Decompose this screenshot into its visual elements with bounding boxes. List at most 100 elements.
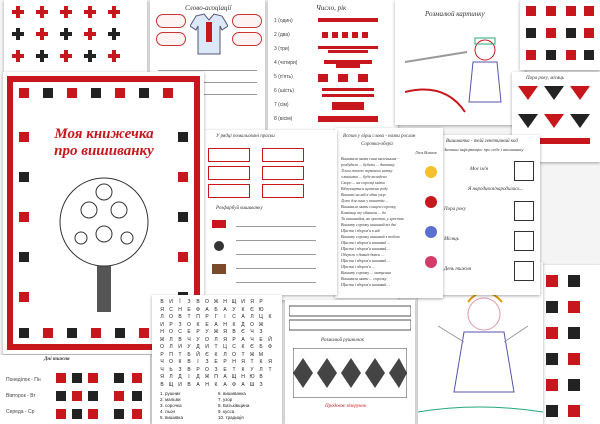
- crossword-cell[interactable]: Н: [205, 381, 209, 388]
- crossword-cell[interactable]: Щ: [168, 381, 174, 388]
- crossword-cell[interactable]: Р: [232, 336, 236, 343]
- crossword-cell[interactable]: А: [241, 336, 245, 343]
- crossword-cell[interactable]: А: [223, 306, 227, 313]
- crossword-cell[interactable]: Я: [241, 359, 245, 365]
- crossword-cell[interactable]: Л: [214, 336, 218, 343]
- crossword-cell[interactable]: Щ: [231, 374, 237, 380]
- crossword-cell[interactable]: Н: [223, 321, 227, 328]
- crossword-cell[interactable]: Т: [178, 351, 182, 358]
- crossword-cell[interactable]: Л: [160, 314, 164, 320]
- crossword-cell[interactable]: Л: [250, 314, 254, 320]
- crossword-cell[interactable]: Т: [232, 366, 236, 373]
- crossword-cell[interactable]: Б: [259, 344, 263, 350]
- crossword-cell[interactable]: Л: [259, 366, 263, 373]
- crossword-cell[interactable]: В: [187, 359, 191, 365]
- crossword-cell[interactable]: Ч: [250, 336, 254, 343]
- crossword-cell[interactable]: Є: [205, 351, 209, 358]
- crossword-cell[interactable]: Ч: [187, 336, 191, 343]
- crossword-cell[interactable]: З: [187, 299, 191, 305]
- crossword-cell[interactable]: З: [205, 359, 209, 365]
- crossword-cell[interactable]: Н: [160, 329, 164, 335]
- crossword-cell[interactable]: В: [160, 381, 164, 388]
- crossword-cell[interactable]: Ш: [249, 381, 255, 388]
- crossword-cell[interactable]: У: [232, 306, 236, 313]
- crossword-cell[interactable]: Д: [241, 321, 245, 328]
- crossword-cell[interactable]: З: [259, 329, 263, 335]
- crossword-cell[interactable]: Я: [160, 306, 164, 313]
- crossword-cell[interactable]: Ж: [204, 374, 210, 380]
- crossword-cell[interactable]: К: [241, 344, 245, 350]
- crossword-cell[interactable]: Н: [241, 374, 245, 380]
- day-box[interactable]: [514, 261, 534, 281]
- crossword-cell[interactable]: Ь: [169, 366, 173, 373]
- crossword-cell[interactable]: В: [196, 299, 200, 305]
- crossword-cell[interactable]: Ж: [249, 351, 255, 358]
- crossword-cell[interactable]: В: [160, 299, 164, 305]
- crossword-cell[interactable]: И: [178, 381, 182, 388]
- card[interactable]: [262, 184, 304, 198]
- crossword-cell[interactable]: Ч: [160, 366, 164, 373]
- crossword-cell[interactable]: С: [178, 329, 182, 335]
- crossword-cell[interactable]: А: [196, 381, 200, 388]
- crossword-cell[interactable]: А: [214, 321, 218, 328]
- crossword-cell[interactable]: Н: [223, 299, 227, 305]
- crossword-cell[interactable]: Е: [259, 336, 263, 343]
- crossword-cell[interactable]: З: [178, 321, 182, 328]
- crossword-cell[interactable]: Й: [196, 351, 200, 358]
- crossword-cell[interactable]: О: [160, 344, 164, 350]
- crossword-cell[interactable]: Р: [196, 329, 200, 335]
- crossword-cell[interactable]: И: [241, 299, 245, 305]
- crossword-cell[interactable]: Б: [187, 351, 191, 358]
- crossword-cell[interactable]: К: [259, 359, 263, 365]
- crossword-cell[interactable]: В: [232, 329, 236, 335]
- card[interactable]: [208, 166, 250, 180]
- crossword-cell[interactable]: Щ: [231, 299, 237, 305]
- crossword-cell[interactable]: К: [232, 321, 236, 328]
- crossword-cell[interactable]: Є: [250, 344, 254, 350]
- crossword-cell[interactable]: Н: [178, 306, 182, 313]
- crossword-cell[interactable]: Р: [160, 351, 164, 358]
- crossword-cell[interactable]: С: [169, 306, 173, 313]
- crossword-cell[interactable]: К: [196, 321, 200, 328]
- crossword-cell[interactable]: Ї: [179, 299, 181, 305]
- crossword-cell[interactable]: Г: [214, 314, 218, 320]
- crossword-cell[interactable]: Й: [268, 336, 272, 343]
- crossword-cell[interactable]: Ж: [213, 299, 219, 305]
- crossword-cell[interactable]: Ж: [159, 336, 165, 343]
- crossword-cell[interactable]: Е: [205, 321, 209, 328]
- crossword-cell[interactable]: У: [250, 366, 254, 373]
- crossword-cell[interactable]: О: [169, 314, 173, 320]
- crossword-cell[interactable]: К: [214, 351, 218, 358]
- crossword-cell[interactable]: Б: [214, 306, 218, 313]
- crossword-cell[interactable]: О: [187, 321, 191, 328]
- crossword-cell[interactable]: Ф: [196, 306, 200, 313]
- crossword-cell[interactable]: И: [205, 344, 209, 350]
- crossword-cell[interactable]: Л: [169, 374, 173, 380]
- crossword-cell[interactable]: О: [205, 366, 209, 373]
- crossword-cell[interactable]: О: [250, 321, 254, 328]
- crossword-cell[interactable]: А: [205, 306, 209, 313]
- crossword-cell[interactable]: С: [232, 344, 236, 350]
- crossword-cell[interactable]: К: [241, 306, 245, 313]
- crossword-cell[interactable]: Я: [268, 359, 272, 365]
- crossword-cell[interactable]: І: [188, 374, 190, 380]
- crossword-cell[interactable]: В: [187, 381, 191, 388]
- crossword-cell[interactable]: В: [178, 314, 182, 320]
- crossword-cell[interactable]: Д: [196, 344, 200, 350]
- card[interactable]: [208, 148, 250, 162]
- crossword-cell[interactable]: А: [223, 381, 227, 388]
- crossword-cell[interactable]: А: [223, 374, 227, 380]
- crossword-cell[interactable]: И: [169, 299, 173, 305]
- crossword-cell[interactable]: Н: [232, 359, 236, 365]
- crossword-cell[interactable]: Ц: [223, 344, 227, 350]
- crossword-cell[interactable]: Е: [214, 359, 218, 365]
- crossword-cell[interactable]: Ч: [160, 359, 164, 365]
- crossword-cell[interactable]: І: [197, 359, 199, 365]
- crossword-cell[interactable]: П: [169, 351, 173, 358]
- crossword-cell[interactable]: Д: [178, 374, 182, 380]
- crossword-cell[interactable]: И: [178, 344, 182, 350]
- crossword-cell[interactable]: К: [268, 314, 272, 320]
- card[interactable]: [262, 166, 304, 180]
- crossword-cell[interactable]: Ч: [250, 329, 254, 335]
- crossword-cell[interactable]: Р: [259, 299, 263, 305]
